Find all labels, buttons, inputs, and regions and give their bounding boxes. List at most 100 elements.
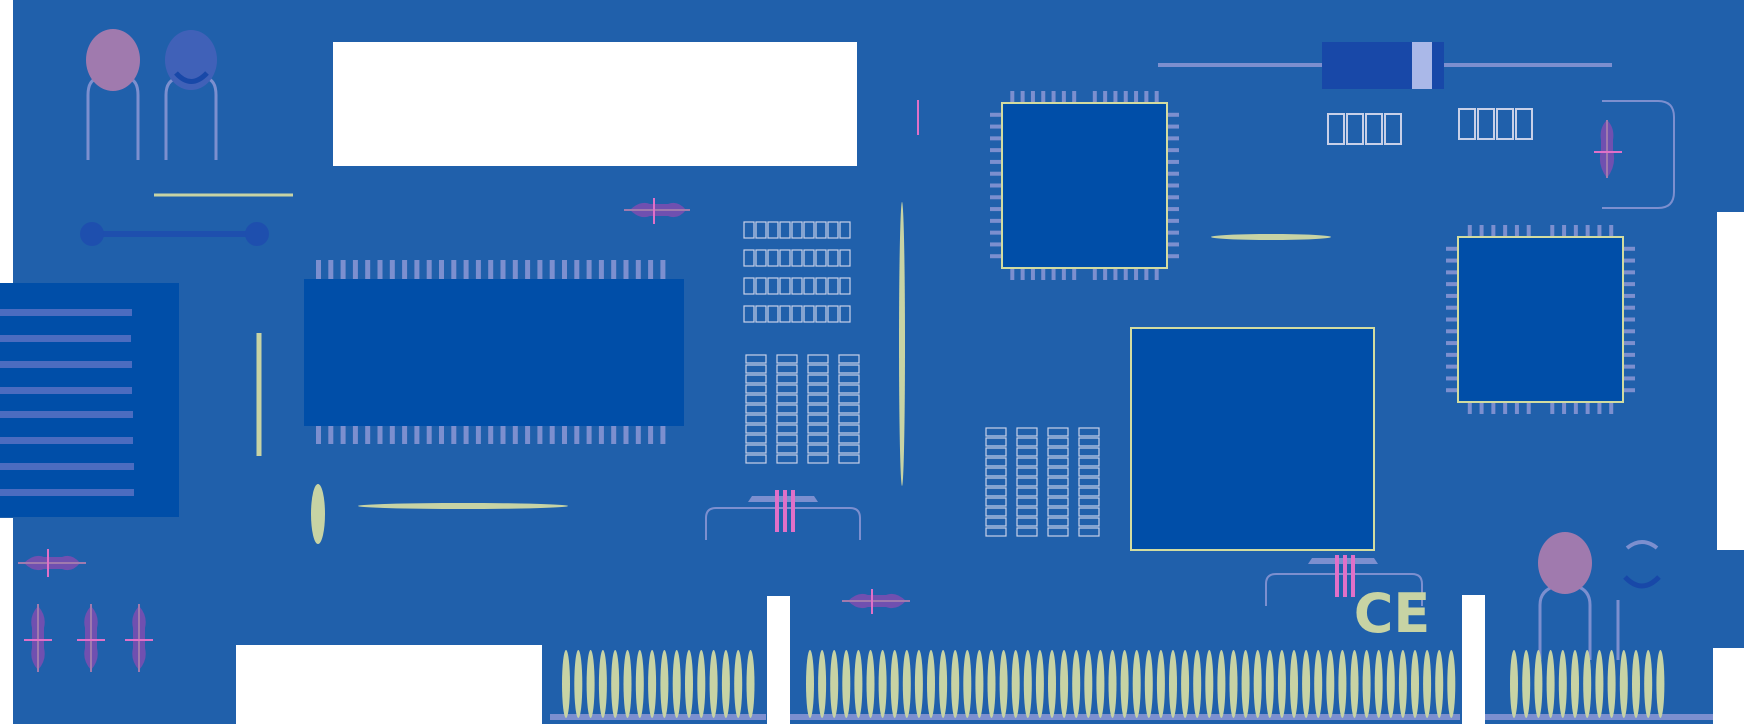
silkscreen-cell bbox=[1047, 527, 1069, 537]
silkscreen-cell bbox=[839, 249, 851, 267]
silkscreen-cell bbox=[776, 374, 798, 384]
qfp-pin bbox=[1072, 268, 1077, 280]
gold-finger bbox=[987, 650, 996, 718]
silkscreen-cell bbox=[985, 517, 1007, 527]
gold-finger bbox=[562, 650, 570, 718]
qfp-pin bbox=[990, 183, 1002, 188]
qfp-pin bbox=[990, 254, 1002, 259]
silkscreen-cell bbox=[745, 444, 767, 454]
silkscreen-cell bbox=[1016, 517, 1038, 527]
vertical-resistor-array bbox=[24, 604, 153, 672]
silkscreen-cell bbox=[745, 374, 767, 384]
silkscreen-cell bbox=[985, 427, 1007, 437]
ceramic-capacitor-blue bbox=[164, 30, 218, 160]
gold-finger bbox=[734, 650, 743, 718]
soic-pin bbox=[660, 260, 666, 280]
qfp-pin bbox=[1020, 91, 1025, 103]
qfp-pin bbox=[1123, 268, 1128, 280]
silkscreen-grid-a bbox=[743, 221, 851, 323]
gold-finger bbox=[1326, 650, 1335, 718]
qfp-pin bbox=[1623, 352, 1635, 357]
qfp-pin bbox=[1623, 341, 1635, 346]
soic-pin bbox=[562, 260, 567, 280]
soic-pin bbox=[562, 424, 567, 444]
gold-finger bbox=[830, 650, 839, 718]
qfp-pin bbox=[1010, 268, 1015, 280]
qfp-pin bbox=[1623, 258, 1635, 263]
silkscreen-cell bbox=[1078, 507, 1100, 517]
soic-pin bbox=[574, 260, 580, 280]
gold-finger bbox=[1108, 650, 1117, 718]
silkscreen-cell bbox=[779, 277, 791, 295]
gold-finger bbox=[927, 650, 935, 718]
qfp-pin bbox=[1167, 148, 1179, 153]
silkscreen-cell bbox=[1047, 467, 1069, 477]
gold-finger bbox=[1277, 650, 1286, 718]
gold-finger bbox=[914, 650, 923, 718]
silkscreen-glyph bbox=[1346, 113, 1364, 145]
silkscreen-cell bbox=[1078, 517, 1100, 527]
soic-pin bbox=[512, 260, 518, 280]
gold-pad bbox=[311, 484, 325, 544]
qfp-pin bbox=[1167, 159, 1179, 164]
silkscreen-glyph bbox=[1327, 113, 1345, 145]
silkscreen-cell bbox=[1078, 527, 1100, 537]
silkscreen-cell bbox=[743, 249, 755, 267]
silkscreen-cell bbox=[1016, 497, 1038, 507]
qfp-pin bbox=[1123, 91, 1128, 103]
gold-finger bbox=[1423, 650, 1432, 718]
silkscreen-cell bbox=[839, 305, 851, 323]
silkscreen-cell bbox=[1078, 477, 1100, 487]
silkscreen-cell bbox=[807, 444, 829, 454]
qfp-pin bbox=[1446, 293, 1458, 298]
silkscreen-cell bbox=[1078, 457, 1100, 467]
silkscreen-cell bbox=[1078, 447, 1100, 457]
qfp-pin bbox=[990, 218, 1002, 223]
silkscreen-cell bbox=[985, 437, 1007, 447]
qfp-pin bbox=[1526, 225, 1531, 237]
soic-pin bbox=[623, 260, 629, 280]
silkscreen-cell bbox=[791, 305, 803, 323]
soic-pin bbox=[660, 424, 666, 444]
qfp-pin bbox=[1144, 268, 1149, 280]
gold-finger bbox=[1362, 650, 1371, 718]
soic-pin bbox=[414, 424, 420, 444]
qfp-pin bbox=[1167, 218, 1179, 223]
vertical-resistor bbox=[125, 604, 153, 672]
gold-finger bbox=[939, 650, 948, 718]
jumper-wire bbox=[80, 222, 269, 246]
qfp-pin bbox=[1623, 388, 1635, 393]
gold-finger bbox=[1253, 650, 1262, 718]
soic-pin bbox=[352, 424, 358, 444]
silkscreen-cell bbox=[815, 249, 827, 267]
soic-pin bbox=[549, 424, 555, 444]
soic-pin bbox=[537, 424, 543, 444]
qfp-pin bbox=[1167, 171, 1179, 176]
silkscreen-cell bbox=[779, 305, 791, 323]
silkscreen-cell bbox=[815, 305, 827, 323]
gold-finger bbox=[1314, 650, 1323, 718]
gold-finger bbox=[1447, 650, 1456, 718]
soic-pin bbox=[316, 424, 321, 444]
gold-finger bbox=[1435, 650, 1444, 718]
qfp-pin bbox=[1623, 317, 1635, 322]
gold-finger bbox=[902, 650, 911, 718]
gold-finger bbox=[1522, 650, 1531, 718]
silkscreen-cell bbox=[807, 414, 829, 424]
silkscreen-cell bbox=[985, 457, 1007, 467]
qfp-pin bbox=[990, 195, 1002, 200]
gold-finger bbox=[806, 650, 814, 718]
silkscreen-glyph bbox=[1384, 113, 1402, 145]
silkscreen-cell bbox=[838, 404, 860, 414]
qfp-chip-1 bbox=[990, 91, 1179, 280]
qfp-pin bbox=[1154, 268, 1159, 280]
qfp-pin bbox=[1446, 305, 1458, 310]
qfp-pin bbox=[990, 112, 1002, 117]
silkscreen-cell bbox=[743, 305, 755, 323]
qfp-pin bbox=[990, 136, 1002, 141]
qfp-pin bbox=[1573, 225, 1578, 237]
silkscreen-cell bbox=[1047, 487, 1069, 497]
gold-finger bbox=[878, 650, 887, 718]
gold-finger bbox=[1132, 650, 1141, 718]
gold-finger bbox=[1386, 650, 1395, 718]
